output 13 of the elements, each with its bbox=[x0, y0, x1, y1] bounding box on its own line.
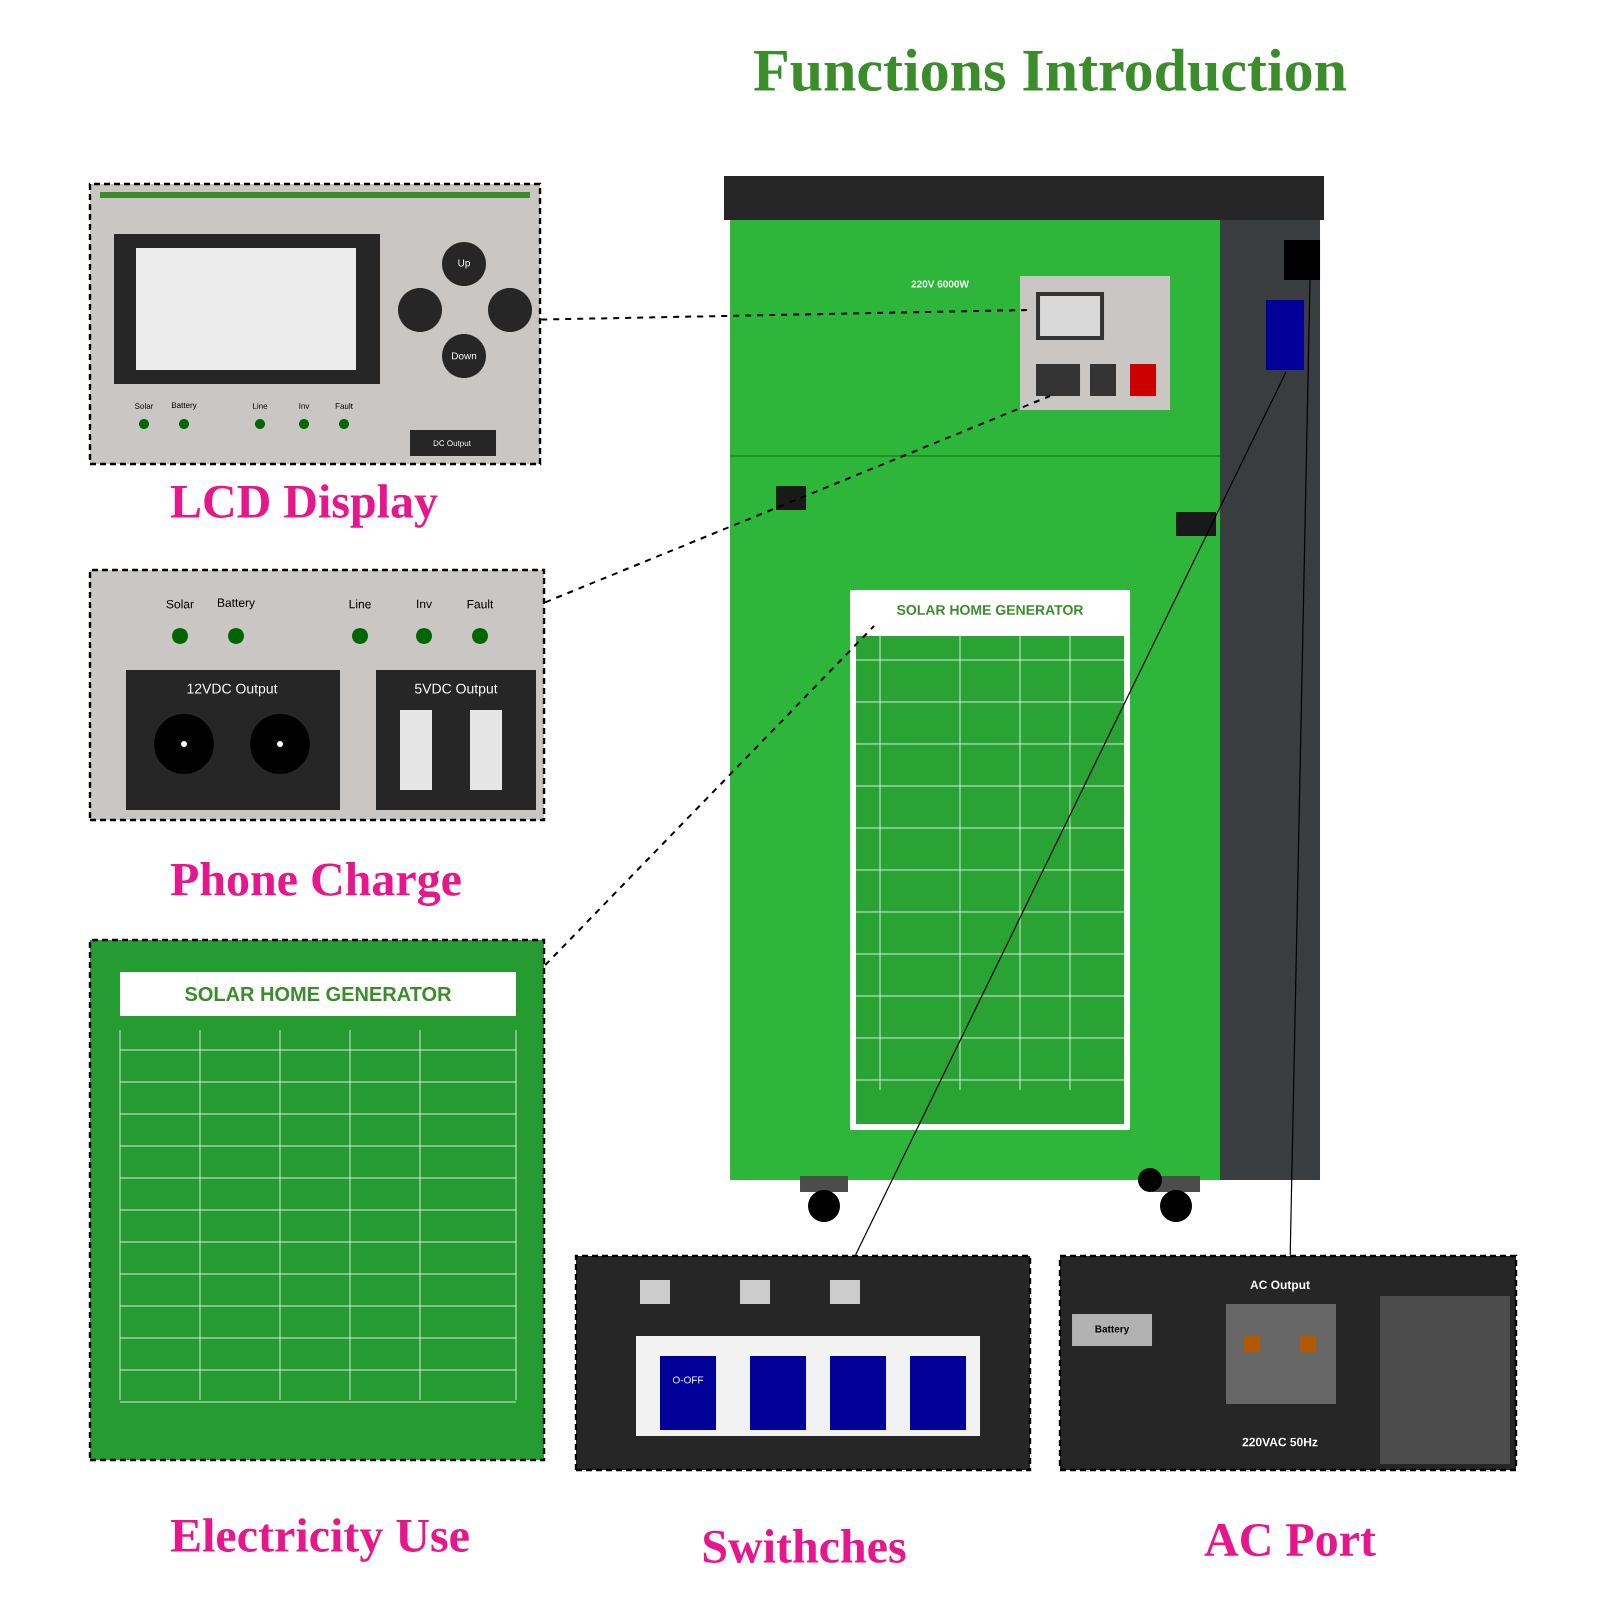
leader-line bbox=[1289, 279, 1311, 1256]
leader-line bbox=[544, 395, 1051, 604]
leader-line bbox=[540, 309, 1031, 321]
node-label: Swithches bbox=[703, 1529, 906, 1563]
node-label: LCD Display bbox=[170, 484, 438, 528]
title: Functions Introduction bbox=[754, 48, 1347, 92]
node-label: AC Port bbox=[1204, 1523, 1376, 1557]
solar-generator-drawing bbox=[724, 176, 1324, 1222]
printed-label: SOLAR HOME GENERATOR bbox=[185, 986, 452, 1002]
node-label: Electricity Use bbox=[170, 1518, 469, 1562]
node-label: Phone Charge bbox=[170, 862, 461, 906]
leader-line bbox=[855, 371, 1287, 1256]
leader-line bbox=[544, 625, 875, 967]
